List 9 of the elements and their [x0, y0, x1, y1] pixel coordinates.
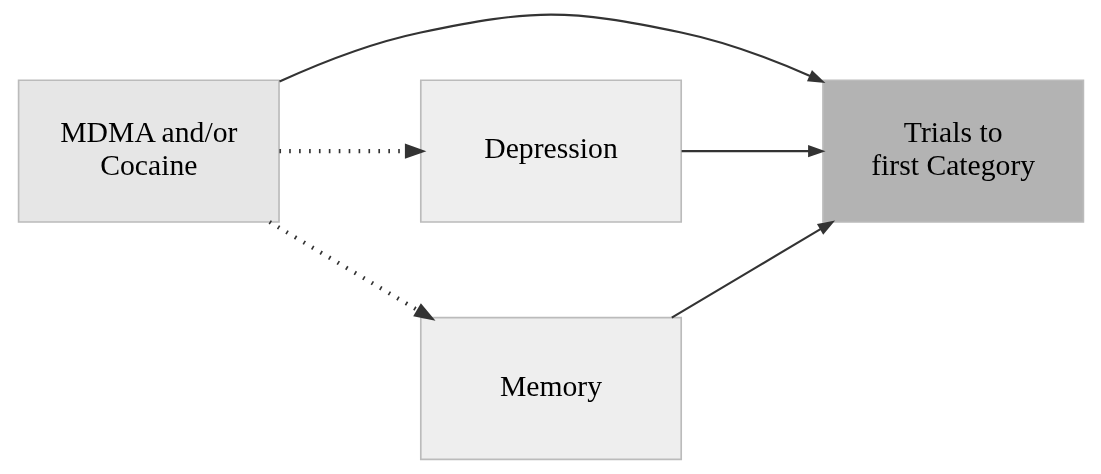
- arrow: [278, 143, 426, 159]
- arrow: [268, 220, 435, 321]
- node-box: Trials to first Category: [821, 79, 1084, 223]
- node-box: Depression: [419, 79, 682, 223]
- node-box: Memory: [419, 316, 682, 461]
- arrow: [670, 220, 835, 319]
- arrow: [681, 145, 826, 158]
- node-box: MDMA and/or Cocaine: [17, 79, 280, 223]
- arrow: [278, 13, 825, 83]
